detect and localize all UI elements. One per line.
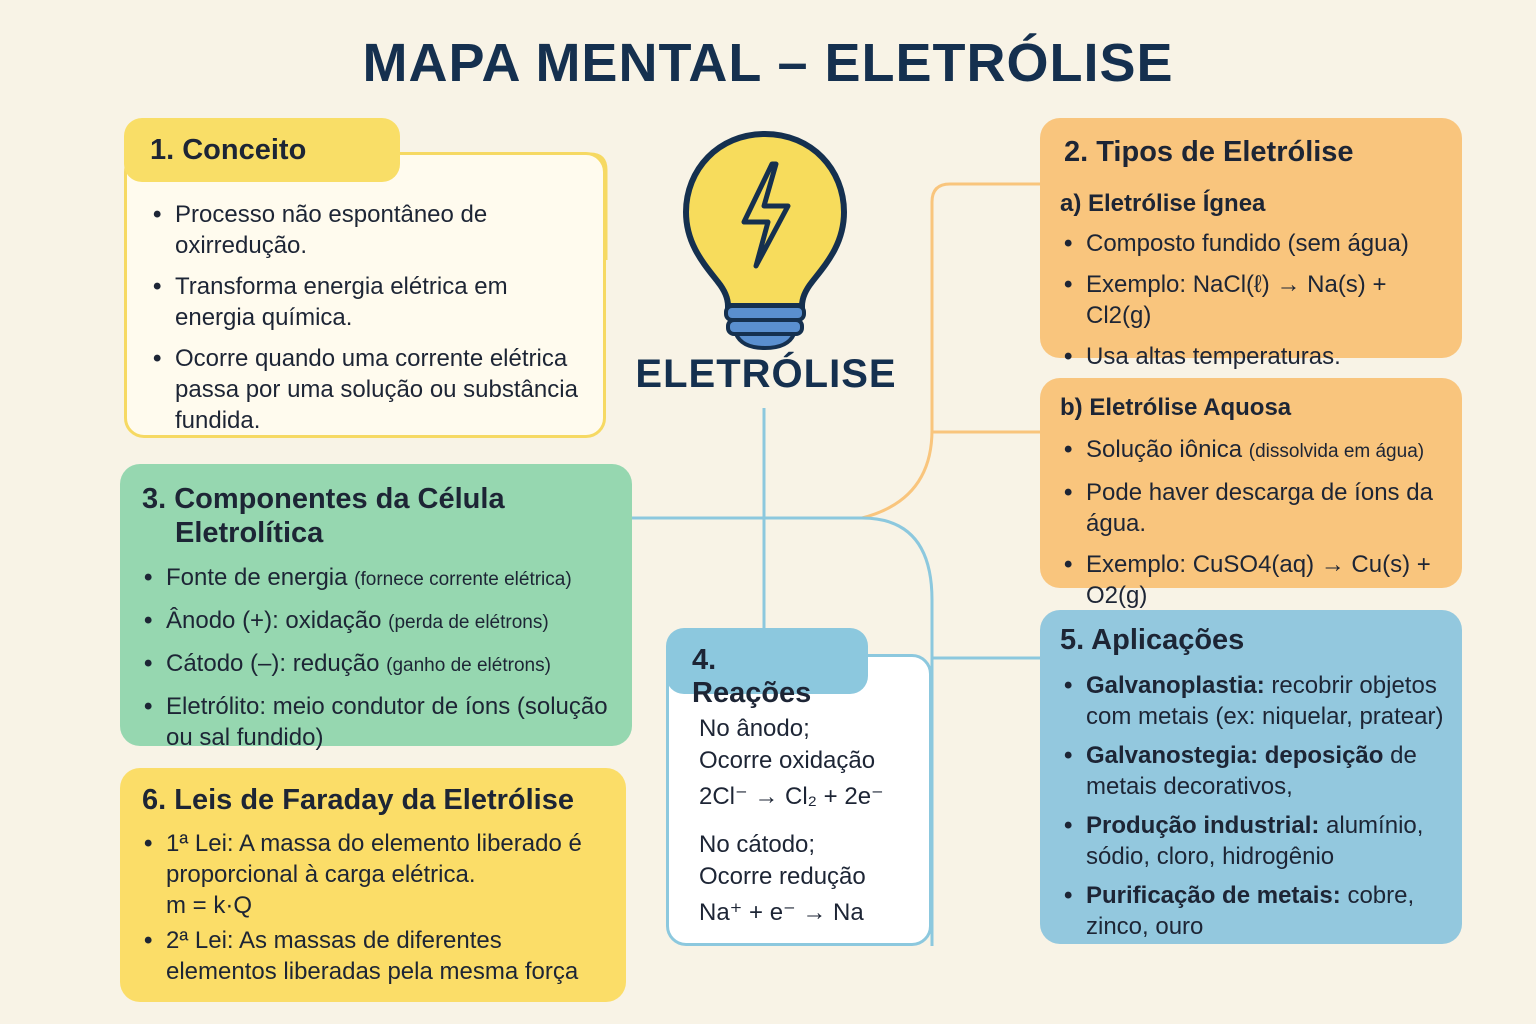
list-item: Eletrólito: meio condutor de íons (soluç… xyxy=(142,691,632,753)
item-term: Galvanoplastia: xyxy=(1086,672,1265,699)
item-desc: cobre, zinco, ouro xyxy=(1086,882,1415,940)
list-item: 1ª Lei: A massa do elemento liberado é p… xyxy=(142,828,612,921)
aplicacoes-title: 5. Aplicações xyxy=(1060,624,1245,656)
list-item: Galvanostegia: deposição de metais decor… xyxy=(1062,740,1457,802)
list-item: Purificação de metais: cobre, zinco, our… xyxy=(1062,880,1457,942)
item-main: Cátodo (–): redução xyxy=(166,650,380,677)
faraday-formula: m = k·Q xyxy=(166,892,253,919)
aplicacoes-list: Galvanoplastia: recobrir objetos com met… xyxy=(1062,670,1457,950)
aquosa-item-main: Solução iônica xyxy=(1086,436,1243,463)
faraday-title: 6. Leis de Faraday da Eletrólise xyxy=(142,784,574,816)
list-item: Exemplo: NaCl(ℓ) → Na(s) + Cl2(g) xyxy=(1062,269,1457,331)
componentes-title-line2: Eletrolítica xyxy=(175,517,324,549)
item-desc: alumínio, sódio, cloro, hidrogênio xyxy=(1086,812,1424,870)
list-item: Solução iônica (dissolvida em água) xyxy=(1062,434,1457,467)
item-main: Fonte de energia xyxy=(166,564,348,591)
list-item: Ocorre quando uma corrente elétrica pass… xyxy=(151,343,591,436)
aplicacoes-box: 5. Aplicações Galvanoplastia: recobrir o… xyxy=(1040,610,1462,944)
list-item: 2ª Lei: As massas de diferentes elemento… xyxy=(142,925,612,987)
item-note: (ganho de elétrons) xyxy=(386,655,551,676)
ignea-list: Composto fundido (sem água) Exemplo: NaC… xyxy=(1062,228,1457,382)
list-item: Produção industrial: alumínio, sódio, cl… xyxy=(1062,810,1457,872)
list-item: Transforma energia elétrica em energia q… xyxy=(151,271,591,333)
list-item: Exemplo: CuSO4(aq) → Cu(s) + O2(g) xyxy=(1062,549,1457,611)
aquosa-box: b) Eletrólise Aquosa Solução iônica (dis… xyxy=(1040,378,1462,609)
page-title: MAPA MENTAL – ELETRÓLISE xyxy=(362,33,1174,93)
componentes-title: 3. Componentes da Célula xyxy=(142,483,505,515)
faraday-list: 1ª Lei: A massa do elemento liberado é p… xyxy=(142,828,612,991)
list-item: Usa altas temperaturas. xyxy=(1062,341,1457,372)
tipos-title: 2. Tipos de Eletrólise xyxy=(1064,136,1354,168)
item-term: Galvanostegia: deposição xyxy=(1086,742,1384,769)
item-note: (perda de elétrons) xyxy=(388,612,549,633)
anodo-equation: 2Cl⁻ → Cl₂ + 2e⁻ xyxy=(699,783,884,810)
aquosa-list: Solução iônica (dissolvida em água) Pode… xyxy=(1062,434,1457,621)
faraday-box: 6. Leis de Faraday da Eletrólise 1ª Lei:… xyxy=(120,768,626,1002)
catodo-label: No cátodo; xyxy=(699,831,816,858)
item-desc: de metais decorativos, xyxy=(1086,742,1417,800)
componentes-box: 3. Componentes da Célula Eletrolítica Fo… xyxy=(120,464,632,751)
lei1-text: 1ª Lei: A massa do elemento liberado é p… xyxy=(166,830,582,888)
list-item: Ânodo (+): oxidação (perda de elétrons) xyxy=(142,605,632,638)
ignea-subtitle: a) Eletrólise Ígnea xyxy=(1060,190,1266,217)
item-term: Purificação de metais: xyxy=(1086,882,1341,909)
anodo-label: No ânodo; xyxy=(699,715,810,742)
item-main: Ânodo (+): oxidação xyxy=(166,607,382,634)
conceito-list: Processo não espontâneo de oxirredução. … xyxy=(151,199,591,446)
list-item: Fonte de energia (fornece corrente elétr… xyxy=(142,562,632,595)
catodo-desc: Ocorre redução xyxy=(699,863,866,890)
list-item: Processo não espontâneo de oxirredução. xyxy=(151,199,591,261)
list-item: Galvanoplastia: recobrir objetos com met… xyxy=(1062,670,1457,732)
item-note: (fornece corrente elétrica) xyxy=(354,569,572,590)
reacoes-title: 4. Reações xyxy=(666,628,868,709)
list-item: Cátodo (–): redução (ganho de elétrons) xyxy=(142,648,632,681)
item-main: Eletrólito: meio condutor de íons (soluç… xyxy=(166,693,608,751)
catodo-equation: Na⁺ + e⁻ → Na xyxy=(699,899,864,926)
anodo-desc: Ocorre oxidação xyxy=(699,747,876,774)
list-item: Composto fundido (sem água) xyxy=(1062,228,1457,259)
item-desc: recobrir objetos com metais (ex: niquela… xyxy=(1086,672,1444,730)
tipos-box: 2. Tipos de Eletrólise a) Eletrólise Ígn… xyxy=(1040,118,1462,372)
lightbulb-lightning-icon xyxy=(682,130,848,350)
reacoes-box: No ânodo; Ocorre oxidação 2Cl⁻ → Cl₂ + 2… xyxy=(666,654,932,946)
aquosa-item-note: (dissolvida em água) xyxy=(1248,441,1425,462)
conceito-title: 1. Conceito xyxy=(124,118,400,182)
conceito-box: Processo não espontâneo de oxirredução. … xyxy=(124,152,606,438)
item-term: Produção industrial: xyxy=(1086,812,1320,839)
list-item: Pode haver descarga de íons da água. xyxy=(1062,477,1457,539)
componentes-list: Fonte de energia (fornece corrente elétr… xyxy=(142,562,632,763)
aquosa-subtitle: b) Eletrólise Aquosa xyxy=(1060,394,1292,421)
center-label: ELETRÓLISE xyxy=(635,352,897,396)
